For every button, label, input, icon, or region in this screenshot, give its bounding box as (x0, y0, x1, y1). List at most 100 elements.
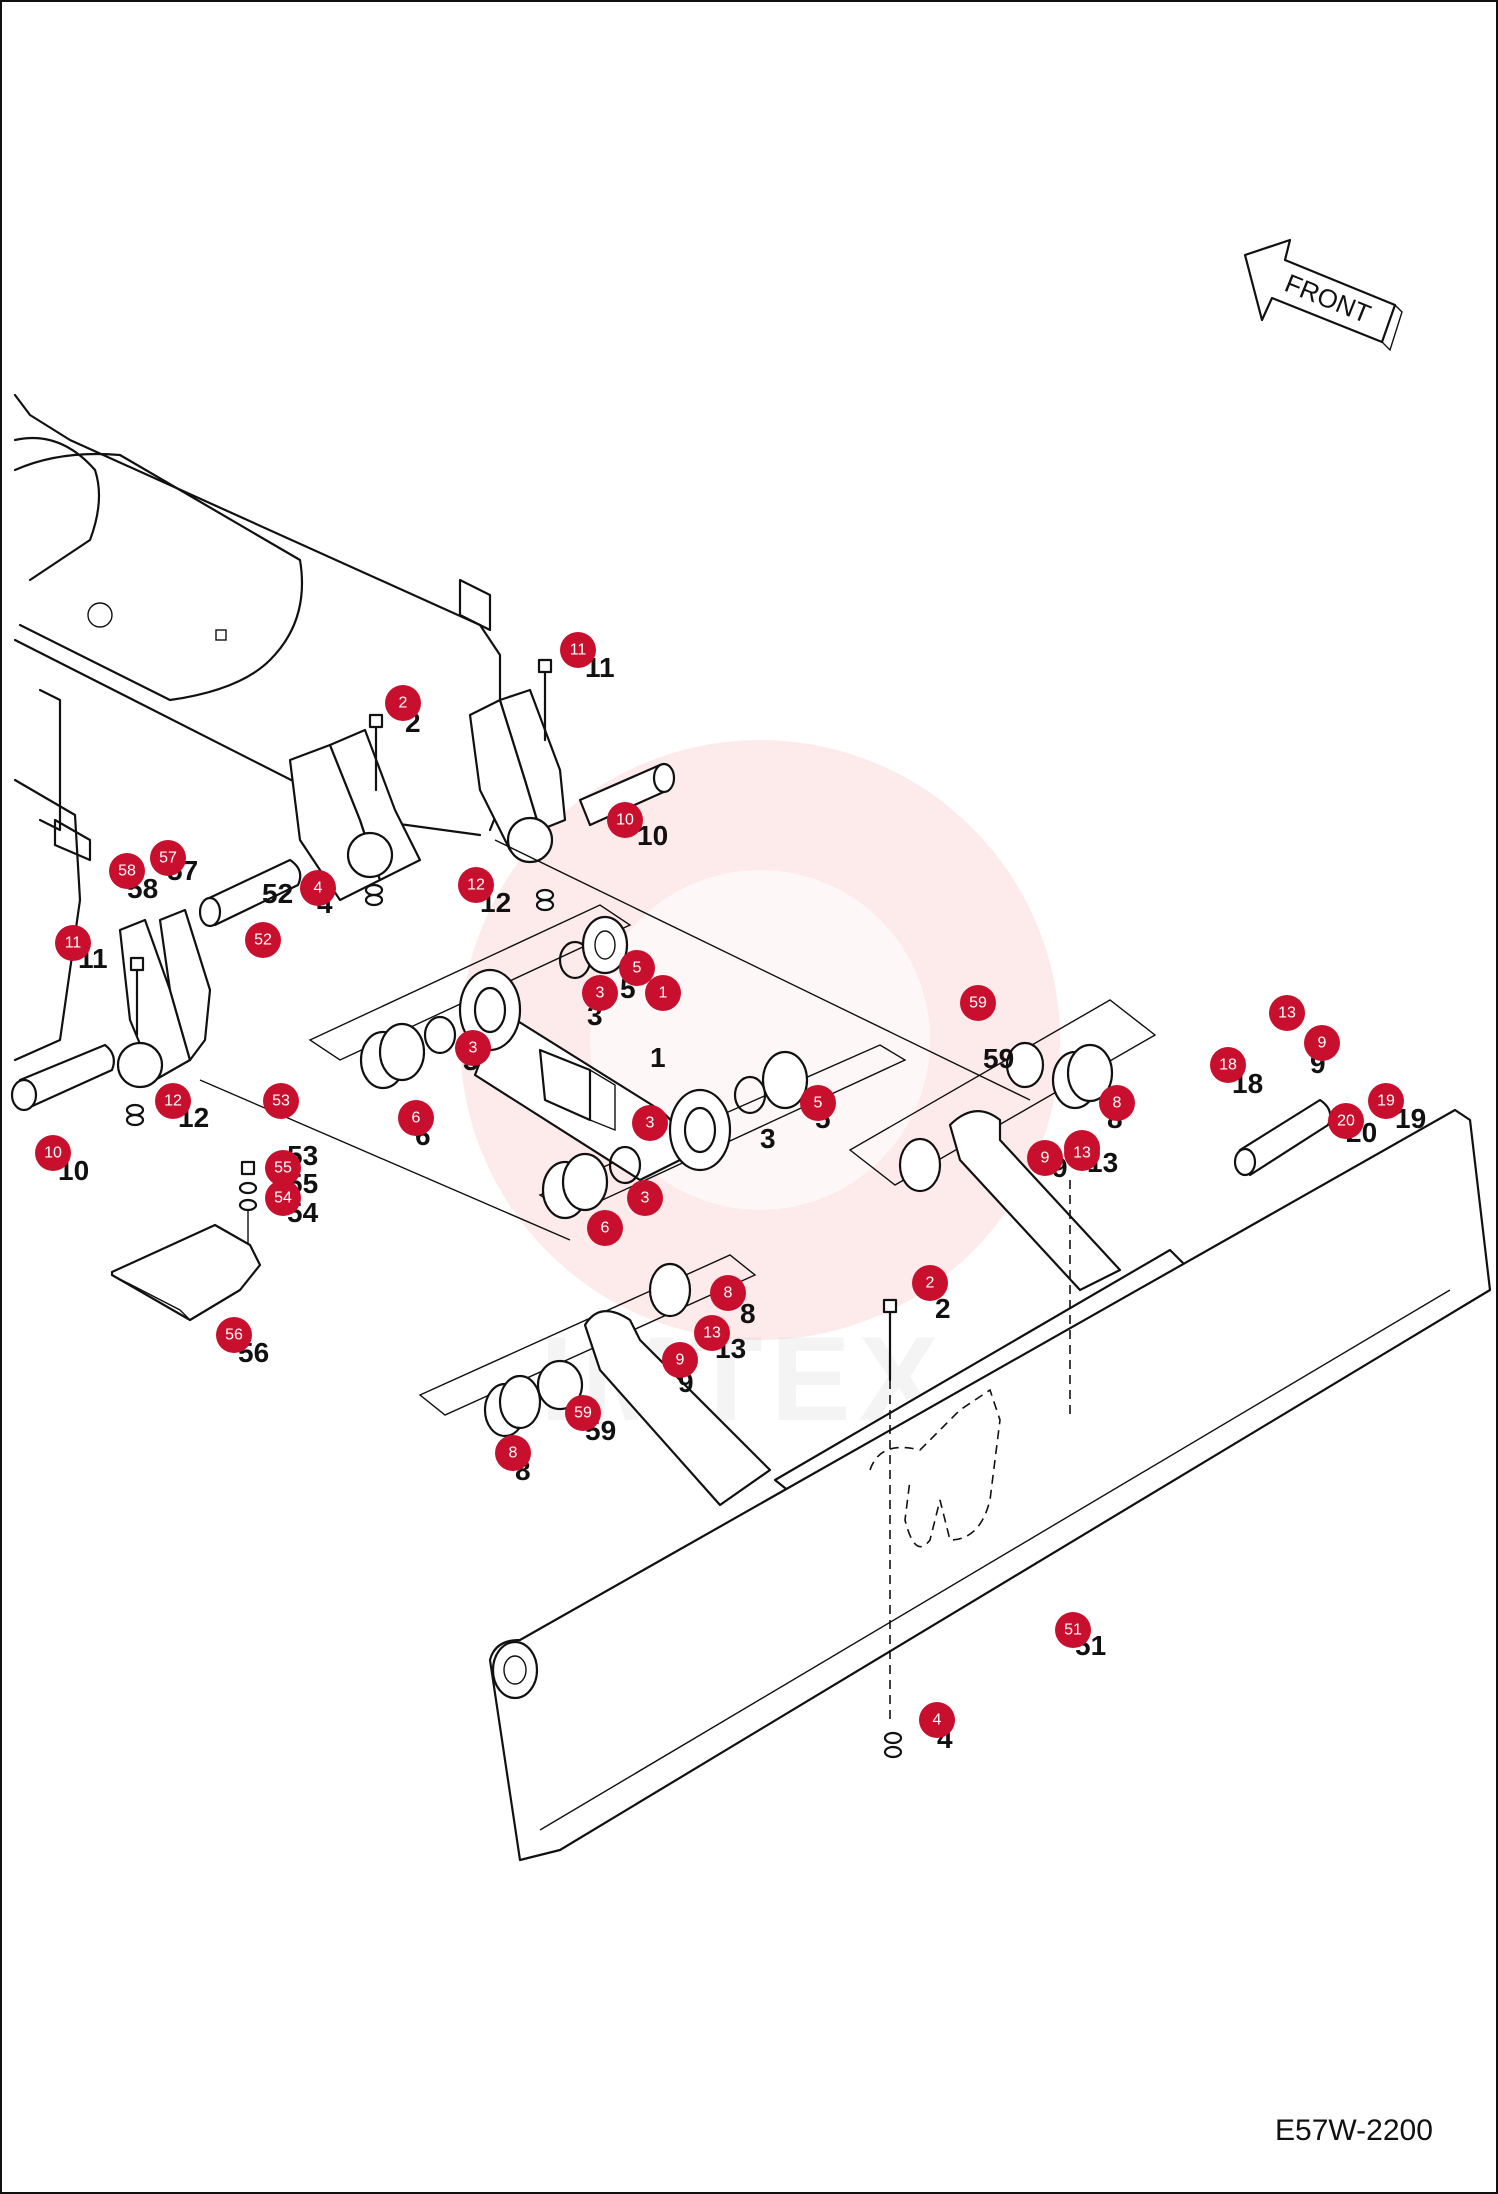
callout-18: 18 (1210, 1047, 1246, 1083)
callout-marker (1064, 1135, 1100, 1171)
callout-number: 51 (1064, 1622, 1082, 1639)
callout-9: 9 (662, 1342, 698, 1378)
callout-number: 3 (646, 1115, 655, 1132)
callout-11: 11 (55, 925, 91, 961)
callout-6: 6 (587, 1210, 623, 1246)
callout-marker (619, 950, 655, 986)
callout-marker (55, 925, 91, 961)
callout-marker (1027, 1140, 1063, 1176)
callout-4: 4 (919, 1702, 955, 1738)
cylinder (458, 968, 732, 1182)
callout-number: 2 (926, 1275, 935, 1292)
callout-number: 54 (274, 1190, 292, 1207)
callout-number: 11 (65, 935, 82, 952)
callout-number: 20 (1337, 1113, 1355, 1130)
part-number: 2 (935, 1293, 951, 1324)
callout-4: 4 (300, 870, 336, 906)
callout-number: 13 (1278, 1005, 1296, 1022)
hardware (10, 658, 676, 1245)
callout-marker (912, 1265, 948, 1301)
callout-5: 5 (800, 1085, 836, 1121)
callout-12: 12 (458, 867, 494, 903)
callout-marker (150, 840, 186, 876)
callout-number: 6 (412, 1110, 421, 1127)
callout-marker (245, 922, 281, 958)
callout-marker (216, 1317, 252, 1353)
callout-19: 19 (1368, 1083, 1404, 1119)
cover-plate (110, 1223, 262, 1322)
callout-marker (1304, 1025, 1340, 1061)
callout-number: 3 (596, 985, 605, 1002)
drawing-code: E57W-2200 (1275, 2114, 1433, 2147)
callout-number: 58 (118, 863, 136, 880)
callout-55: 55 (265, 1150, 301, 1186)
callout-marker (582, 975, 618, 1011)
callout-number: 10 (44, 1145, 62, 1162)
callout-number: 5 (814, 1095, 823, 1112)
callout-59: 59 (565, 1395, 601, 1431)
part-number: 59 (983, 1043, 1014, 1074)
front-arrow-icon: FRONT (1243, 238, 1403, 352)
callout-3: 3 (582, 975, 618, 1011)
callout-number: 57 (159, 850, 177, 867)
callout-marker (1328, 1103, 1364, 1139)
callout-3: 3 (455, 1030, 491, 1066)
callout-marker (632, 1105, 668, 1141)
callout-marker (1210, 1047, 1246, 1083)
callout-1: 1 (645, 975, 681, 1011)
callout-number: 56 (225, 1327, 243, 1344)
callout-marker (960, 985, 996, 1021)
callout-marker (455, 1030, 491, 1066)
callout-marker (800, 1085, 836, 1121)
callout-marker (919, 1702, 955, 1738)
callout-number: 13 (1073, 1145, 1091, 1162)
callout-marker (662, 1342, 698, 1378)
callout-marker (607, 802, 643, 838)
callout-number: 55 (274, 1160, 292, 1177)
callout-9: 9 (1027, 1140, 1063, 1176)
callout-number: 1 (659, 985, 668, 1002)
callout-marker (35, 1135, 71, 1171)
callout-53: 53 (263, 1083, 299, 1119)
callout-marker (1055, 1612, 1091, 1648)
callout-marker (565, 1395, 601, 1431)
callout-marker (560, 632, 596, 668)
callout-number: 19 (1377, 1093, 1395, 1110)
callout-10: 10 (607, 802, 643, 838)
callout-number: 10 (616, 812, 634, 829)
callout-3: 3 (627, 1180, 663, 1216)
callout-number: 8 (1113, 1095, 1122, 1112)
callout-marker (587, 1210, 623, 1246)
dozer-blade (488, 1098, 1492, 1862)
callout-8: 8 (710, 1275, 746, 1311)
callout-number: 12 (164, 1093, 182, 1110)
callout-number: 53 (272, 1093, 290, 1110)
callout-number: 11 (570, 642, 587, 659)
callout-marker (265, 1150, 301, 1186)
callout-number: 6 (601, 1220, 610, 1237)
callout-number: 13 (703, 1325, 721, 1342)
callout-marker (458, 867, 494, 903)
callout-marker (645, 975, 681, 1011)
callout-number: 4 (314, 880, 323, 897)
callout-number: 5 (633, 960, 642, 977)
callout-13: 13 (1269, 995, 1305, 1031)
callout-marker (1269, 995, 1305, 1031)
callout-5: 5 (619, 950, 655, 986)
callout-13: 13 (1064, 1135, 1100, 1171)
callout-number: 4 (933, 1712, 942, 1729)
callout-number: 2 (399, 695, 408, 712)
callout-59: 59 (960, 985, 996, 1021)
callout-marker (710, 1275, 746, 1311)
callout-number: 59 (969, 995, 987, 1012)
callout-marker (398, 1100, 434, 1136)
callout-8: 8 (1099, 1085, 1135, 1121)
part-number: 8 (740, 1298, 756, 1329)
callout-marker (627, 1180, 663, 1216)
callout-number: 12 (467, 877, 485, 894)
callout-3: 3 (632, 1105, 668, 1141)
callout-number: 3 (469, 1040, 478, 1057)
callout-2: 2 (385, 685, 421, 721)
callout-51: 51 (1055, 1612, 1091, 1648)
